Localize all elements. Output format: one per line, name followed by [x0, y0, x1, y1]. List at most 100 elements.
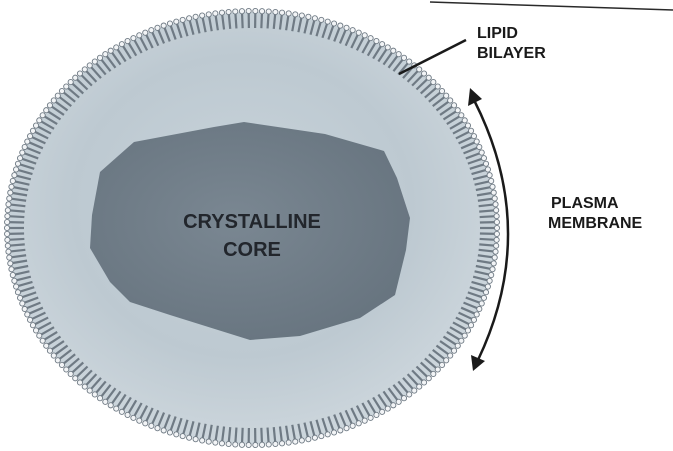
lipid-head	[33, 123, 38, 128]
lipid-head	[299, 13, 304, 18]
lipid-head	[226, 441, 231, 446]
lipid-head	[493, 249, 498, 254]
lipid-head	[426, 376, 431, 381]
lipid-head	[155, 426, 160, 431]
lipid-head	[119, 409, 124, 414]
lipid-head	[273, 441, 278, 446]
lipid-head	[259, 9, 264, 14]
lipid-head	[149, 28, 154, 33]
lipid-head	[468, 128, 473, 133]
lipid-head	[494, 214, 499, 219]
lipid-head	[459, 113, 464, 118]
lipid-tail	[261, 12, 262, 28]
lipid-head	[40, 338, 45, 343]
lipid-head	[213, 440, 218, 445]
lipid-head	[279, 10, 284, 15]
lipid-head	[6, 202, 11, 207]
lipid-tail	[8, 239, 24, 240]
lipid-head	[325, 432, 330, 437]
lipid-head	[293, 439, 298, 444]
lipid-head	[4, 231, 9, 236]
lipid-head	[206, 439, 211, 444]
lipid-head	[44, 343, 49, 348]
lipid-head	[68, 79, 73, 84]
lipid-head	[8, 190, 13, 195]
lipid-head	[27, 134, 32, 139]
lipid-head	[412, 388, 417, 393]
lipid-head	[77, 71, 82, 76]
lipid-head	[455, 343, 460, 348]
lipid-head	[344, 426, 349, 431]
lipid-head	[114, 406, 119, 411]
lipid-tail	[274, 13, 276, 29]
plasma-membrane-label-line2: MEMBRANE	[548, 215, 643, 232]
lipid-head	[494, 208, 499, 213]
lipid-head	[350, 28, 355, 33]
lipid-head	[319, 17, 324, 22]
lipid-head	[468, 323, 473, 328]
lipid-head	[161, 23, 166, 28]
lipid-head	[180, 17, 185, 22]
lipid-head	[17, 156, 22, 161]
lipid-head	[97, 55, 102, 60]
lipid-head	[494, 243, 499, 248]
lipid-head	[483, 161, 488, 166]
lipid-head	[9, 267, 14, 272]
lipid-head	[103, 399, 108, 404]
lipid-head	[13, 284, 18, 289]
lipid-head	[92, 59, 97, 64]
lipid-tail	[480, 216, 496, 217]
lipid-head	[407, 59, 412, 64]
lipid-head	[374, 38, 379, 43]
lipid-head	[193, 14, 198, 19]
lipid-head	[149, 423, 154, 428]
lipid-head	[47, 103, 52, 108]
lipid-head	[137, 33, 142, 38]
lipid-head	[474, 139, 479, 144]
lipid-head	[37, 333, 42, 338]
lipid-head	[491, 261, 496, 266]
lipid-head	[180, 434, 185, 439]
lipid-head	[200, 13, 205, 18]
lipid-head	[27, 317, 32, 322]
lipid-head	[493, 202, 498, 207]
lipid-head	[489, 272, 494, 277]
lipid-head	[421, 380, 426, 385]
lipid-head	[25, 139, 30, 144]
lipid-head	[439, 362, 444, 367]
lipid-head	[40, 113, 45, 118]
lipid-head	[491, 190, 496, 195]
lipid-head	[331, 21, 336, 26]
lipid-head	[239, 442, 244, 447]
lipid-head	[273, 9, 278, 14]
lipid-tail	[9, 210, 25, 211]
lipid-head	[30, 128, 35, 133]
lipid-tail	[235, 428, 236, 444]
lipid-head	[435, 84, 440, 89]
lipid-head	[187, 16, 192, 21]
lipid-head	[92, 392, 97, 397]
lipid-head	[293, 12, 298, 17]
lipid-head	[477, 306, 482, 311]
lipid-head	[338, 23, 343, 28]
lipid-head	[439, 88, 444, 93]
lipid-head	[55, 358, 60, 363]
lipid-head	[385, 45, 390, 50]
lipid-head	[490, 184, 495, 189]
lipid-tail	[229, 13, 231, 29]
lipid-head	[494, 225, 499, 230]
lipid-head	[312, 435, 317, 440]
lipid-head	[259, 442, 264, 447]
lipid-head	[246, 442, 251, 447]
lipid-head	[448, 353, 453, 358]
lipid-head	[350, 423, 355, 428]
lipid-tail	[480, 239, 496, 240]
lipid-head	[239, 9, 244, 14]
scan-edge-line	[430, 2, 673, 10]
lipid-head	[87, 388, 92, 393]
lipid-head	[492, 196, 497, 201]
lipid-head	[131, 415, 136, 420]
lipid-head	[143, 421, 148, 426]
lipid-head	[451, 348, 456, 353]
